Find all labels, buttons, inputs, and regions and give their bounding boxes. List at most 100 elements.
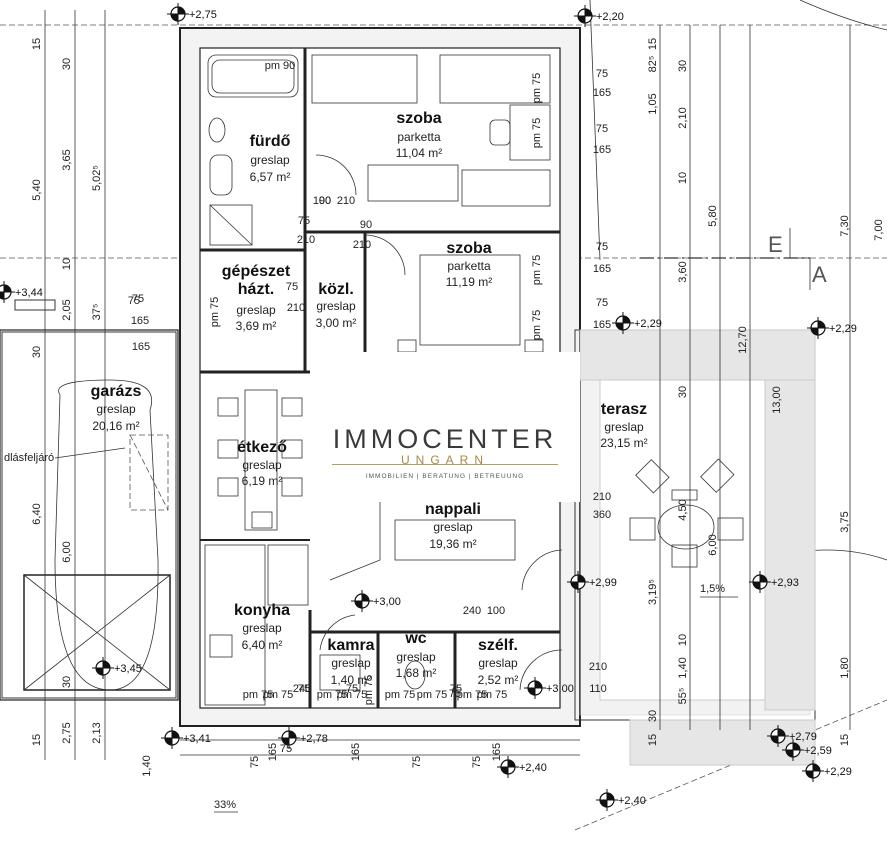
- room-etkezo: étkező greslap 6,19 m²: [237, 439, 287, 488]
- svg-text:szoba: szoba: [396, 110, 441, 127]
- dimension-label: 165: [593, 319, 611, 331]
- dimension-label: 210: [337, 195, 355, 207]
- dimension-label: 360: [593, 509, 611, 521]
- level-marker: +2,79: [767, 725, 817, 747]
- level-value: +3,00: [546, 683, 574, 695]
- level-value: +3,41: [183, 733, 211, 745]
- svg-text:greslap: greslap: [242, 621, 282, 635]
- dimension-label: 90: [360, 219, 372, 231]
- dimension-label: pm 75: [209, 297, 221, 328]
- dimension-label: 90: [319, 195, 331, 207]
- svg-text:6,57 m²: 6,57 m²: [250, 170, 291, 184]
- level-marker: +3,00: [351, 590, 401, 612]
- dimension-label: 12,70: [737, 326, 749, 354]
- room-kozl: közl. greslap 3,00 m²: [316, 281, 357, 330]
- level-marker: +2,29: [612, 312, 662, 334]
- dimension-label: 7,30: [839, 215, 851, 236]
- dimension-label: 13,00: [771, 386, 783, 414]
- dimension-label: 210: [589, 661, 607, 673]
- level-value: +2,20: [596, 11, 624, 23]
- dimension-label: 75: [596, 68, 608, 80]
- svg-text:kamra: kamra: [327, 637, 374, 654]
- level-marker: +2,40: [497, 756, 547, 778]
- section-mark-a: A: [812, 262, 827, 287]
- dimension-label: 3,65: [61, 149, 73, 170]
- dimension-label: 15: [31, 38, 43, 50]
- dimension-label: 75: [298, 683, 310, 695]
- svg-text:greslap: greslap: [316, 299, 356, 313]
- dimension-label: 165: [131, 315, 149, 327]
- svg-text:11,04 m²: 11,04 m²: [396, 146, 442, 160]
- dimension-label: 100: [487, 605, 505, 617]
- dimension-label: 15: [839, 734, 851, 746]
- dimension-label: 240: [293, 683, 311, 695]
- dimension-label: 15: [647, 734, 659, 746]
- level-markers: +2,75+2,20+3,44+2,29+2,29+2,93+2,99+3,00…: [0, 3, 857, 811]
- dimension-label: 2,13: [91, 722, 103, 743]
- room-furdo: fürdő greslap 6,57 m²: [250, 133, 291, 184]
- dimension-label: 75: [286, 281, 298, 293]
- svg-text:greslap: greslap: [236, 303, 276, 317]
- level-value: +2,59: [804, 745, 832, 757]
- dimension-label: 30: [61, 676, 73, 688]
- svg-text:szélf.: szélf.: [478, 637, 518, 654]
- dimension-label: 165: [593, 144, 611, 156]
- dimension-label: 165: [593, 87, 611, 99]
- dimension-label: pm 75: [417, 689, 448, 701]
- svg-text:greslap: greslap: [396, 650, 436, 664]
- dimension-label: 5,02⁵: [91, 165, 103, 191]
- dimension-label: 75: [280, 743, 292, 755]
- level-value: +2,78: [300, 733, 328, 745]
- svg-text:terasz: terasz: [601, 401, 647, 418]
- dimension-label: 1,05: [647, 93, 659, 114]
- dimension-label: 75: [450, 683, 462, 695]
- level-value: +2,99: [589, 577, 617, 589]
- svg-text:3,00 m²: 3,00 m²: [316, 316, 357, 330]
- room-szelf: szélf. greslap 2,52 m²: [478, 637, 519, 687]
- dimension-label: 1,40: [677, 657, 689, 678]
- dimension-label: 75: [128, 295, 140, 307]
- level-value: +2,79: [789, 731, 817, 743]
- level-marker: +2,29: [807, 317, 857, 339]
- dimension-label: 75: [596, 123, 608, 135]
- level-marker: +2,93: [749, 571, 799, 593]
- dimension-label: 10: [677, 172, 689, 184]
- dimension-label: 165: [267, 743, 279, 761]
- dimension-label: pm 75: [531, 310, 543, 341]
- dimension-label: pm 75: [531, 118, 543, 149]
- svg-text:házt.: házt.: [238, 281, 274, 298]
- svg-text:szoba: szoba: [446, 240, 491, 257]
- dimension-label: 240: [463, 605, 481, 617]
- svg-text:1,40 m²: 1,40 m²: [331, 673, 372, 687]
- svg-text:6,19 m²: 6,19 m²: [242, 474, 283, 488]
- svg-text:parketta: parketta: [397, 130, 441, 144]
- dimension-label: 1,40: [141, 755, 153, 776]
- level-value: +3,00: [373, 596, 401, 608]
- level-value: +2,29: [824, 766, 852, 778]
- dimension-label: 10: [61, 258, 73, 270]
- svg-text:greslap: greslap: [96, 402, 136, 416]
- dimension-label: 3,60: [677, 261, 689, 282]
- svg-text:nappali: nappali: [425, 501, 481, 518]
- dimension-label: 75: [132, 293, 144, 305]
- svg-text:közl.: közl.: [318, 281, 354, 298]
- svg-text:étkező: étkező: [237, 439, 287, 456]
- svg-text:gépészet: gépészet: [222, 263, 291, 280]
- room-garazs: garázs greslap 20,16 m²: [91, 383, 142, 433]
- annotation-dlasfeljaro: dlásfeljáró: [4, 452, 54, 464]
- room-kamra: kamra greslap 1,40 m²: [327, 637, 374, 687]
- dimension-label: 75: [346, 683, 358, 695]
- svg-text:greslap: greslap: [250, 153, 290, 167]
- dimension-label: 2,75: [61, 722, 73, 743]
- dimension-label: 6,00: [61, 541, 73, 562]
- level-marker: +2,78: [278, 727, 328, 749]
- dimension-label: pm 75: [317, 689, 348, 701]
- immocenter-logo: IMMOCENTER UNGARN IMMOBILIEN | BERATUNG …: [310, 352, 580, 502]
- dimension-label: 75: [471, 756, 483, 768]
- dimension-label: pm 75: [385, 689, 416, 701]
- dimension-label: pm 75: [531, 73, 543, 104]
- svg-text:1,68 m²: 1,68 m²: [396, 666, 437, 680]
- room-szoba-2: szoba parketta 11,19 m²: [446, 240, 492, 289]
- room-wc: wc greslap 1,68 m²: [396, 630, 437, 680]
- dimension-label: 210: [593, 491, 611, 503]
